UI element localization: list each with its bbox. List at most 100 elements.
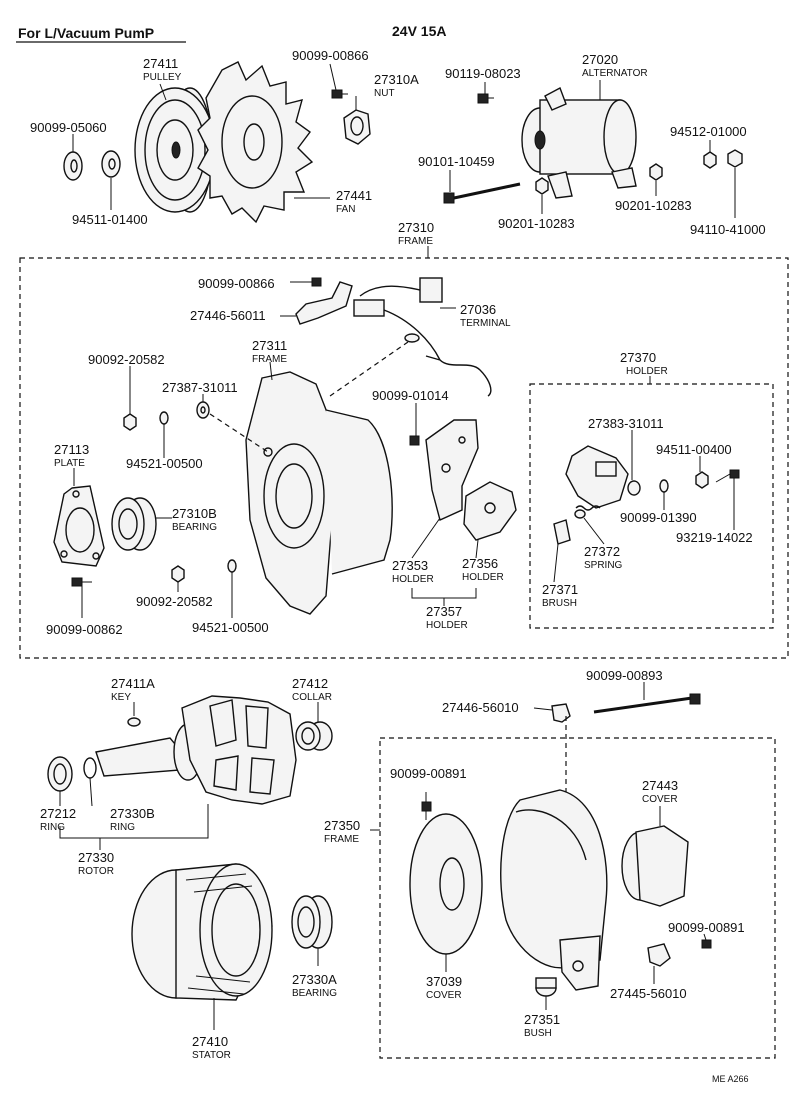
cover-27443-shape bbox=[621, 825, 689, 907]
bracket-56010-shape bbox=[551, 703, 571, 723]
label-94521-00500-bottom: 94521-00500 bbox=[192, 620, 269, 635]
label-27446-56010: 27446-56010 bbox=[442, 700, 519, 715]
label-frame-27350: FRAME bbox=[324, 834, 359, 845]
label-90092-20582-top: 90092-20582 bbox=[88, 352, 165, 367]
nut-94512-shape bbox=[703, 151, 717, 169]
label-27357: 27357 bbox=[426, 604, 462, 619]
holder-group-box bbox=[529, 383, 774, 629]
label-90201-10283-mid: 90201-10283 bbox=[498, 216, 575, 231]
label-27441: 27441 bbox=[336, 188, 372, 203]
bush-shape bbox=[535, 977, 557, 997]
nut-94110-shape bbox=[727, 149, 743, 168]
label-27412: 27412 bbox=[292, 676, 328, 691]
label-27350: 27350 bbox=[324, 818, 360, 833]
label-holder-27370: HOLDER bbox=[626, 366, 668, 377]
label-alternator: ALTERNATOR bbox=[582, 68, 648, 79]
label-94511-00400: 94511-00400 bbox=[656, 442, 732, 457]
label-27445-56010: 27445-56010 bbox=[610, 986, 687, 1001]
label-90201-10283-right: 90201-10283 bbox=[615, 198, 692, 213]
label-90101-10459: 90101-10459 bbox=[418, 154, 495, 169]
lock-washer-shape bbox=[101, 150, 121, 178]
label-spring: SPRING bbox=[584, 560, 623, 571]
label-94511-01400: 94511-01400 bbox=[72, 212, 148, 227]
label-27356: 27356 bbox=[462, 556, 498, 571]
bearing-27330a-shape bbox=[291, 895, 333, 949]
label-brush: BRUSH bbox=[542, 598, 577, 609]
label-ring-27212: RING bbox=[40, 822, 65, 833]
label-27411: 27411 bbox=[143, 56, 178, 71]
label-nut: NUT bbox=[374, 88, 395, 99]
terminal-shape bbox=[353, 277, 492, 397]
bolt-small-shape bbox=[331, 89, 348, 99]
holder-27370-shape bbox=[565, 445, 629, 509]
label-stator: STATOR bbox=[192, 1050, 231, 1061]
label-27353: 27353 bbox=[392, 558, 428, 573]
bearing-27310b-shape bbox=[111, 497, 157, 551]
alternator-shape bbox=[521, 87, 637, 199]
rotor-shape bbox=[95, 695, 297, 805]
nut-90092-b-shape bbox=[171, 565, 185, 583]
label-27370: 27370 bbox=[620, 350, 656, 365]
frame-group-box bbox=[19, 257, 789, 659]
reference-code: ME A266 bbox=[712, 1074, 749, 1084]
long-bolt-shape bbox=[443, 182, 521, 204]
nut-90201-b-shape bbox=[649, 163, 663, 181]
label-frame-27310: FRAME bbox=[398, 236, 433, 247]
label-27310a: 27310A bbox=[374, 72, 419, 87]
label-90119-08023: 90119-08023 bbox=[445, 66, 521, 81]
label-pulley: PULLEY bbox=[143, 72, 182, 83]
label-27311: 27311 bbox=[252, 338, 287, 353]
label-27410: 27410 bbox=[192, 1034, 228, 1049]
washer-01390-shape bbox=[659, 479, 669, 493]
label-90099-00891-top: 90099-00891 bbox=[390, 766, 467, 781]
rear-frame-group-box bbox=[379, 737, 776, 1059]
plate-shape bbox=[53, 485, 105, 567]
label-27113: 27113 bbox=[54, 442, 89, 457]
label-27351: 27351 bbox=[524, 1012, 560, 1027]
label-27411a: 27411A bbox=[111, 676, 155, 691]
label-27387-31011: 27387-31011 bbox=[162, 380, 238, 395]
washer-27387-shape bbox=[196, 401, 210, 419]
label-terminal: TERMINAL bbox=[460, 318, 511, 329]
screw-14022-shape bbox=[715, 469, 740, 483]
label-27020: 27020 bbox=[582, 52, 618, 67]
rating-title: 24V 15A bbox=[392, 23, 446, 39]
pulley-shape bbox=[134, 87, 216, 213]
bolt-head-shape bbox=[477, 93, 494, 104]
label-bearing-27310b: BEARING bbox=[172, 522, 217, 533]
label-bearing-27330a: BEARING bbox=[292, 988, 337, 999]
label-key: KEY bbox=[111, 692, 131, 703]
nut-90201-a-shape bbox=[535, 177, 549, 195]
label-holder-27353: HOLDER bbox=[392, 574, 434, 585]
label-37039: 37039 bbox=[426, 974, 462, 989]
label-fan: FAN bbox=[336, 204, 355, 215]
label-27330: 27330 bbox=[78, 850, 114, 865]
label-27371: 27371 bbox=[542, 582, 578, 597]
label-27310: 27310 bbox=[398, 220, 434, 235]
label-94110-41000: 94110-41000 bbox=[690, 222, 766, 237]
nut-shape bbox=[343, 109, 371, 145]
nut-27383-shape bbox=[627, 480, 641, 496]
label-cover-27443: COVER bbox=[642, 794, 678, 805]
bracket-27445-shape bbox=[647, 943, 671, 967]
fan-shape bbox=[197, 61, 314, 224]
leader-lines bbox=[59, 63, 736, 1030]
collar-shape bbox=[295, 721, 333, 751]
key-shape bbox=[127, 717, 141, 727]
frame-27311-shape bbox=[209, 341, 409, 615]
label-90099-00862: 90099-00862 bbox=[46, 622, 123, 637]
label-27212: 27212 bbox=[40, 806, 76, 821]
bolt-frame-shape bbox=[311, 277, 322, 287]
brush-shape bbox=[553, 519, 571, 545]
label-27443: 27443 bbox=[642, 778, 678, 793]
bracket-shape bbox=[295, 281, 353, 325]
label-90099-05060: 90099-05060 bbox=[30, 120, 107, 135]
label-27383-31011: 27383-31011 bbox=[588, 416, 664, 431]
label-90099-01390: 90099-01390 bbox=[620, 510, 697, 525]
cover-37039-shape bbox=[409, 813, 483, 955]
label-bush: BUSH bbox=[524, 1028, 552, 1039]
washer-shape bbox=[63, 151, 83, 181]
label-27330b: 27330B bbox=[110, 806, 155, 821]
ring-27330b-shape bbox=[83, 757, 97, 779]
